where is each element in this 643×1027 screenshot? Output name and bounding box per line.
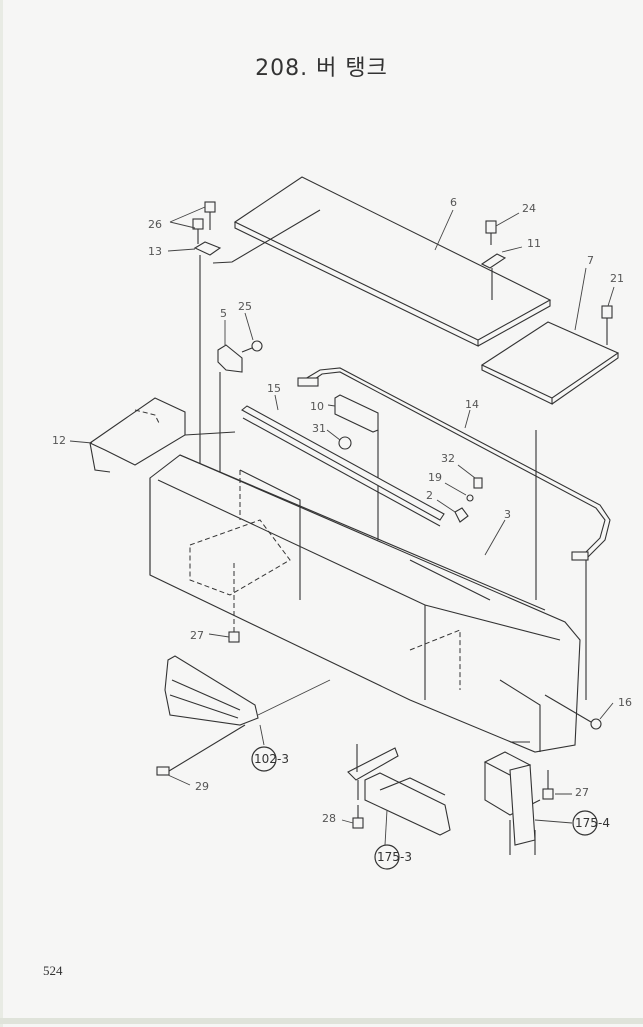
- callout-27-right: 27: [575, 786, 589, 799]
- callout-27-left: 27: [190, 629, 204, 642]
- callout-19: 19: [428, 471, 442, 484]
- callout-10: 10: [310, 400, 324, 413]
- part-3-main-frame: [149, 430, 581, 753]
- page-title: 208. 버 탱크: [255, 56, 388, 81]
- callout-16: 16: [618, 696, 632, 709]
- ref-175-3-suffix: -3: [400, 850, 412, 864]
- callout-26: 26: [148, 218, 162, 231]
- callout-7: 7: [587, 254, 594, 267]
- callout-12: 12: [52, 434, 66, 447]
- callout-21: 21: [610, 272, 624, 285]
- part-2-clamp: [454, 507, 469, 523]
- part-12-bracket: [89, 397, 236, 473]
- ref-175-4-suffix: -4: [598, 816, 610, 830]
- callout-14: 14: [465, 398, 479, 411]
- callout-25: 25: [238, 300, 252, 313]
- part-27-bolt-right: [542, 770, 554, 800]
- part-31-nut: [338, 436, 352, 450]
- callout-31: 31: [312, 422, 326, 435]
- ref-175-4-number: 175: [575, 816, 598, 830]
- ref-175-3: 175 -3: [374, 844, 412, 870]
- part-19-washer: [466, 494, 474, 502]
- part-24-bolt: [485, 220, 497, 245]
- part-15-rail: [241, 405, 445, 527]
- part-6-top-cover: [233, 176, 552, 347]
- callout-24: 24: [522, 202, 536, 215]
- scan-edge: [0, 0, 3, 1027]
- part-175-3-bracket: [347, 744, 451, 836]
- part-29-bolt: [156, 724, 246, 776]
- callout-3: 3: [504, 508, 511, 521]
- callout-32: 32: [441, 452, 455, 465]
- ref-175-4: 175 -4: [572, 810, 610, 836]
- callout-5: 5: [220, 307, 227, 320]
- ref-102-suffix: -3: [277, 752, 289, 766]
- part-11-clip: [480, 253, 507, 300]
- ref-102-3: 102 -3: [251, 746, 289, 772]
- callout-29: 29: [195, 780, 209, 793]
- part-28-bolt: [352, 805, 364, 829]
- callout-15: 15: [267, 382, 281, 395]
- ref-175-3-number: 175: [377, 850, 400, 864]
- callout-11: 11: [527, 237, 541, 250]
- part-32-bolt: [473, 477, 483, 489]
- ref-102-number: 102: [254, 752, 277, 766]
- part-16-bolt: [544, 694, 602, 730]
- callout-28: 28: [322, 812, 336, 825]
- part-175-4-bracket: [483, 741, 541, 855]
- scan-bottom-edge: [0, 1018, 643, 1024]
- page-number: 524: [43, 963, 63, 978]
- part-102-3-guard: [164, 655, 331, 726]
- part-21-bolt: [601, 305, 613, 345]
- part-25-screw: [241, 340, 263, 353]
- callout-13: 13: [148, 245, 162, 258]
- callout-6: 6: [450, 196, 457, 209]
- leader-lines: [69, 206, 615, 846]
- part-7-side-cover: [480, 321, 620, 405]
- part-26-bolts: [192, 201, 216, 244]
- callout-2: 2: [426, 489, 433, 502]
- part-14-pipe: [297, 367, 611, 700]
